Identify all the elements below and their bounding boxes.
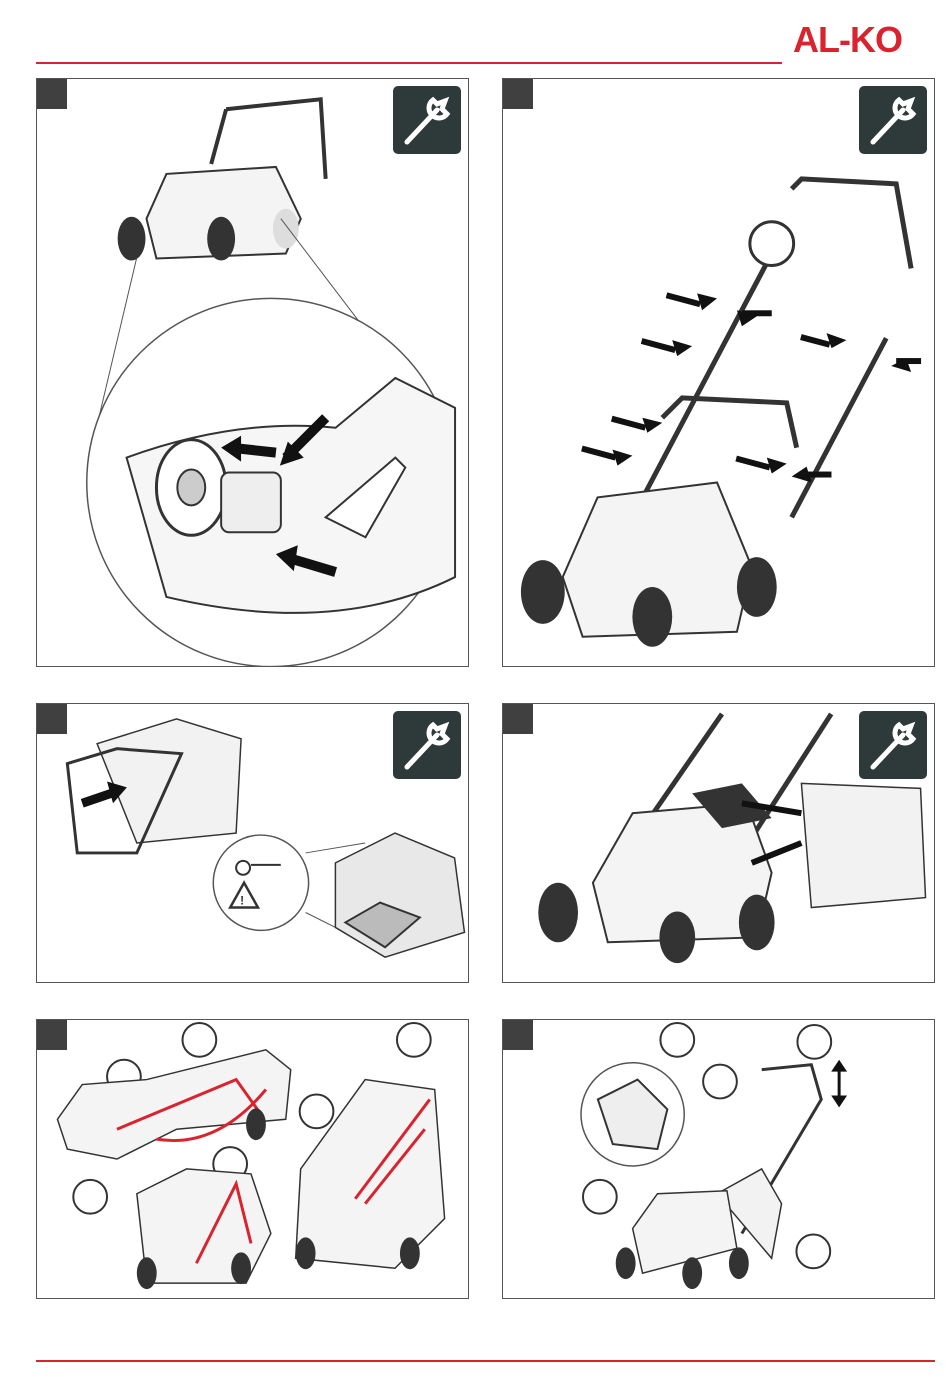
handle-assembly-illustration — [503, 79, 934, 666]
panel-3-grass-bag-assembly: ! — [36, 703, 469, 983]
panel-4-grass-bag-attach — [502, 703, 935, 983]
footer-rule — [36, 1360, 935, 1362]
height-adjust-illustration — [503, 1020, 934, 1298]
panel-5-cable-routing — [36, 1019, 469, 1299]
grass-bag-illustration: ! — [37, 704, 468, 982]
al-ko-logo: AL-KO — [793, 22, 938, 56]
panel-6-height-adjust — [502, 1019, 935, 1299]
svg-text:!: ! — [240, 894, 244, 908]
panel-1-handle-clamp — [36, 78, 469, 667]
svg-text:AL-KO: AL-KO — [793, 22, 902, 56]
header-rule — [36, 62, 782, 64]
cable-routing-illustration — [37, 1020, 468, 1298]
mower-with-bag-illustration — [503, 704, 934, 982]
panel-2-handle-assembly — [502, 78, 935, 667]
mower-clamp-illustration — [37, 79, 468, 666]
